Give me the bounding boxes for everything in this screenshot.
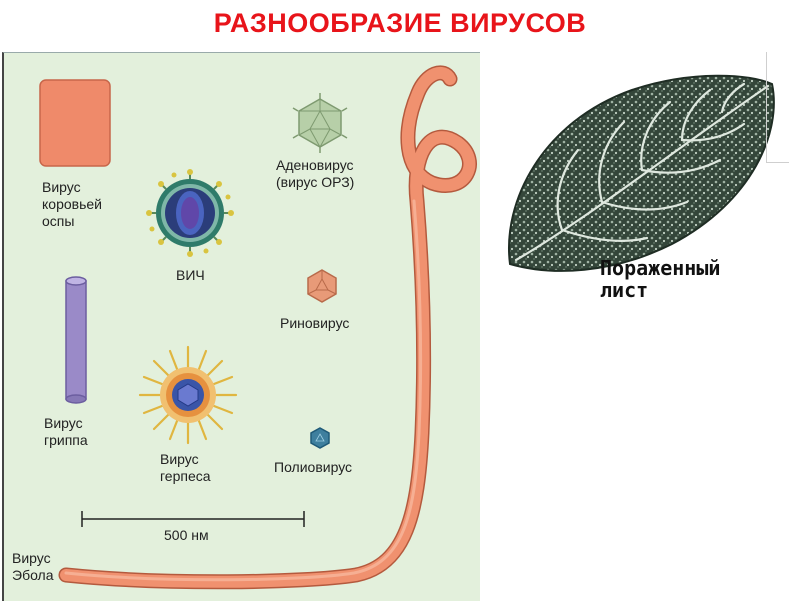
- slide-title: РАЗНООБРАЗИЕ ВИРУСОВ: [213, 8, 587, 38]
- influenza-virus-shape: [65, 276, 87, 404]
- leaf-blade: [508, 74, 775, 272]
- leaf-midrib: [514, 84, 770, 262]
- influenza-label: Вирус гриппа: [44, 415, 88, 448]
- poliovirus-label: Полиовирус: [274, 459, 353, 475]
- frame-corner: [766, 52, 789, 163]
- rhinovirus-shape: [307, 269, 337, 303]
- herpes-label: Вирус герпеса: [160, 451, 211, 484]
- herpes-virus-shape: [138, 345, 238, 445]
- adenovirus-shape: [292, 93, 348, 153]
- scale-label: 500 нм: [164, 527, 209, 543]
- virus-illustrations: [39, 65, 477, 590]
- scale-bar: [81, 511, 305, 527]
- ebola-label: Вирус Эбола: [12, 550, 54, 583]
- leaf-illustration: [508, 74, 775, 272]
- leaf-caption: Пораженный лист: [600, 256, 721, 302]
- ebola-virus-shape: [58, 65, 477, 590]
- rhinovirus-label: Риновирус: [280, 315, 350, 331]
- hiv-virus-shape: [146, 169, 234, 257]
- adenovirus-label: Аденовирус (вирус ОРЗ): [276, 157, 355, 190]
- poliovirus-shape: [310, 427, 330, 449]
- smallpox-virus-shape: [39, 79, 111, 167]
- hiv-label: ВИЧ: [176, 267, 205, 283]
- infected-leaf-image: [482, 52, 784, 307]
- virus-diagram-panel: Вирус коровьей оспы ВИЧ Аденовирус (виру…: [2, 52, 480, 601]
- smallpox-label: Вирус коровьей оспы: [42, 179, 102, 229]
